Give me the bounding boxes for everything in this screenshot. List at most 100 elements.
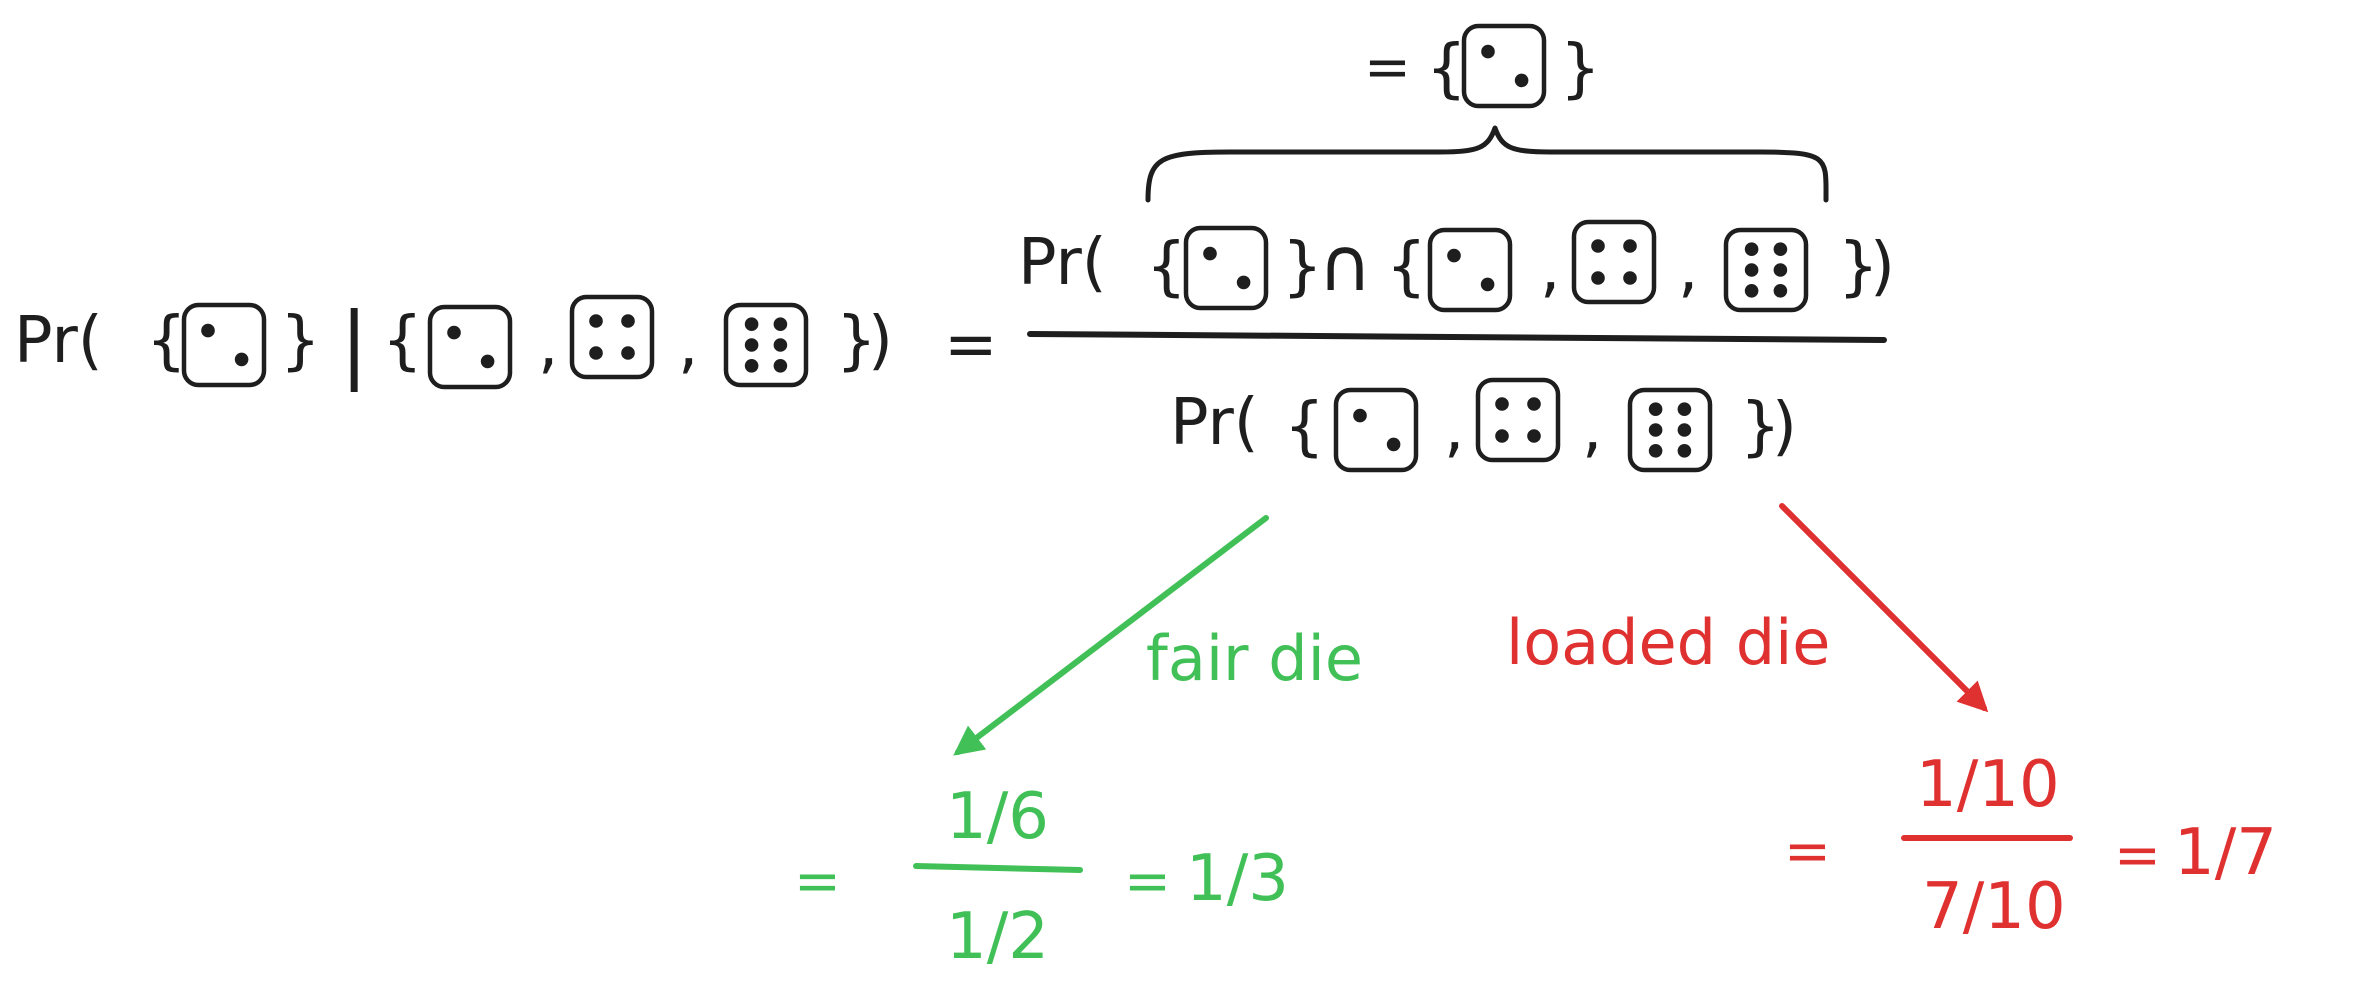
top-open-brace: { xyxy=(1426,32,1467,106)
die-pip xyxy=(744,317,759,332)
loaded-denominator: 7/10 xyxy=(1922,870,2066,944)
main-fraction-bar xyxy=(1027,331,1887,343)
die-pip xyxy=(1591,271,1605,285)
loaded-result: 1/7 xyxy=(2174,816,2277,890)
fair-fraction-bar xyxy=(913,863,1083,873)
die-pip xyxy=(1591,239,1605,253)
lhs-close-paren: ) xyxy=(868,304,893,378)
die-pip xyxy=(1648,444,1663,458)
die-face xyxy=(723,302,809,388)
die-face xyxy=(427,304,513,390)
denominator-expression: Pr( { , , } ) xyxy=(1170,377,1797,473)
die-six-num xyxy=(1723,227,1809,313)
die-pip xyxy=(1773,263,1788,277)
die-pip xyxy=(1648,423,1663,437)
die-pip xyxy=(1677,423,1692,437)
die-pip xyxy=(1480,277,1495,292)
die-pip xyxy=(447,325,461,340)
loaded-equals-right: = xyxy=(2114,823,2161,888)
die-face xyxy=(181,302,267,388)
die-three-num-b xyxy=(1427,227,1513,313)
lhs-open-brace-b: { xyxy=(382,304,423,378)
curly-brace xyxy=(1145,125,1829,203)
den-comma-1: , xyxy=(1444,392,1464,466)
die-pip xyxy=(1623,239,1637,253)
die-three-num-a xyxy=(1183,225,1269,311)
die-pip xyxy=(773,338,788,352)
loaded-die-label: loaded die xyxy=(1506,606,1830,679)
main-equals: = xyxy=(944,308,998,382)
die-pip xyxy=(1203,246,1217,261)
die-pip xyxy=(1527,429,1541,443)
die-pip xyxy=(1353,408,1367,423)
die-pip xyxy=(1495,397,1509,411)
lhs-open-brace-a: { xyxy=(146,304,187,378)
die-pip xyxy=(1386,437,1401,452)
die-pip xyxy=(1447,248,1461,263)
die-pip xyxy=(589,314,603,328)
fair-die-branch: fair die = 1/6 1/2 = 1/3 xyxy=(794,515,1363,974)
die-four-num xyxy=(1571,219,1657,305)
die-four-lhs xyxy=(569,294,655,380)
die-pip xyxy=(1648,402,1663,417)
die-face xyxy=(1571,219,1657,305)
die-face xyxy=(1461,23,1547,109)
die-pip xyxy=(1773,284,1788,298)
num-close-paren: ) xyxy=(1870,230,1895,304)
fair-equals-right: = xyxy=(1124,849,1171,914)
die-pip xyxy=(234,352,249,367)
die-pip xyxy=(621,346,635,360)
top-close-brace: } xyxy=(1560,32,1601,106)
die-six-lhs xyxy=(723,302,809,388)
loaded-die-branch: loaded die = 1/10 7/10 = 1/7 xyxy=(1506,503,2277,944)
die-pip xyxy=(1514,73,1529,88)
die-pip xyxy=(1773,242,1788,256)
die-face xyxy=(1723,227,1809,313)
die-pip xyxy=(201,323,215,338)
num-comma-1: , xyxy=(1540,232,1560,306)
den-comma-2: , xyxy=(1582,392,1602,466)
die-pip xyxy=(744,359,759,373)
die-pip xyxy=(744,338,759,352)
die-pip xyxy=(773,359,788,373)
loaded-numerator: 1/10 xyxy=(1916,748,2060,822)
die-four-den xyxy=(1475,377,1561,463)
lhs-expression: Pr( { } | { , , } ) = xyxy=(14,294,998,392)
den-close-paren: ) xyxy=(1772,390,1797,464)
fair-numerator: 1/6 xyxy=(946,780,1049,854)
die-face xyxy=(1183,225,1269,311)
fair-result: 1/3 xyxy=(1186,842,1289,916)
die-pip xyxy=(1744,263,1759,277)
fair-equals-left: = xyxy=(794,849,841,914)
num-open-brace-a: { xyxy=(1146,230,1187,304)
die-pip xyxy=(1677,402,1692,417)
die-pip xyxy=(1481,44,1495,59)
lhs-comma-1: , xyxy=(538,308,558,382)
die-pip xyxy=(480,354,495,369)
num-close-brace-a: } xyxy=(1282,230,1323,304)
die-pip xyxy=(1623,271,1637,285)
die-pip xyxy=(773,317,788,332)
die-pip xyxy=(1744,284,1759,298)
die-pip xyxy=(1677,444,1692,458)
fair-denominator: 1/2 xyxy=(946,900,1049,974)
loaded-equals-left: = xyxy=(1784,819,1831,884)
die-pip xyxy=(621,314,635,328)
die-three-lhs-a xyxy=(181,302,267,388)
top-equals: = xyxy=(1364,35,1411,100)
fair-die-label: fair die xyxy=(1146,622,1363,695)
den-pr-label: Pr( xyxy=(1170,386,1259,460)
num-comma-2: , xyxy=(1678,232,1698,306)
die-face xyxy=(1427,227,1513,313)
die-pip xyxy=(1236,275,1251,290)
numerator-expression: Pr( { } ∩ { , , } ) xyxy=(1018,219,1895,313)
num-close-brace-b: } xyxy=(1838,230,1879,304)
die-pip xyxy=(1527,397,1541,411)
die-pip xyxy=(1495,429,1509,443)
die-face xyxy=(1627,387,1713,473)
die-three-den xyxy=(1333,387,1419,473)
die-three-top xyxy=(1461,23,1547,109)
die-pip xyxy=(1744,242,1759,256)
loaded-arrow xyxy=(1779,503,1989,713)
